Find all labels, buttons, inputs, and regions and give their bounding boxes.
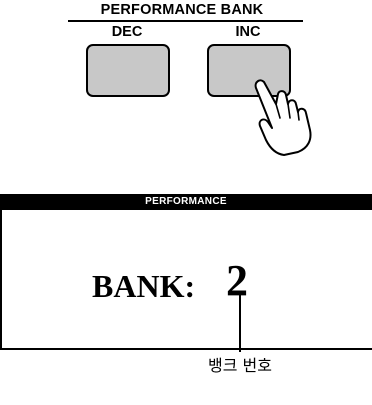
bank-number-caption: 뱅크 번호 <box>208 356 272 375</box>
display-title-bar <box>0 194 372 210</box>
dec-button[interactable] <box>86 44 170 97</box>
display-title: PERFORMANCE <box>145 196 227 207</box>
bank-label: BANK: <box>92 268 196 304</box>
display-bottom-border <box>0 348 372 350</box>
bank-number: 2 <box>226 256 248 305</box>
inc-button[interactable] <box>207 44 291 97</box>
display-left-border <box>0 210 2 348</box>
group-underline <box>68 20 303 22</box>
callout-line <box>239 294 241 352</box>
performance-display: PERFORMANCE BANK: 2 <box>0 194 372 350</box>
inc-button-label: INC <box>235 24 261 40</box>
performance-bank-group-label: PERFORMANCE BANK <box>100 2 264 18</box>
pointing-hand-icon <box>254 79 312 156</box>
dec-button-label: DEC <box>111 24 143 40</box>
